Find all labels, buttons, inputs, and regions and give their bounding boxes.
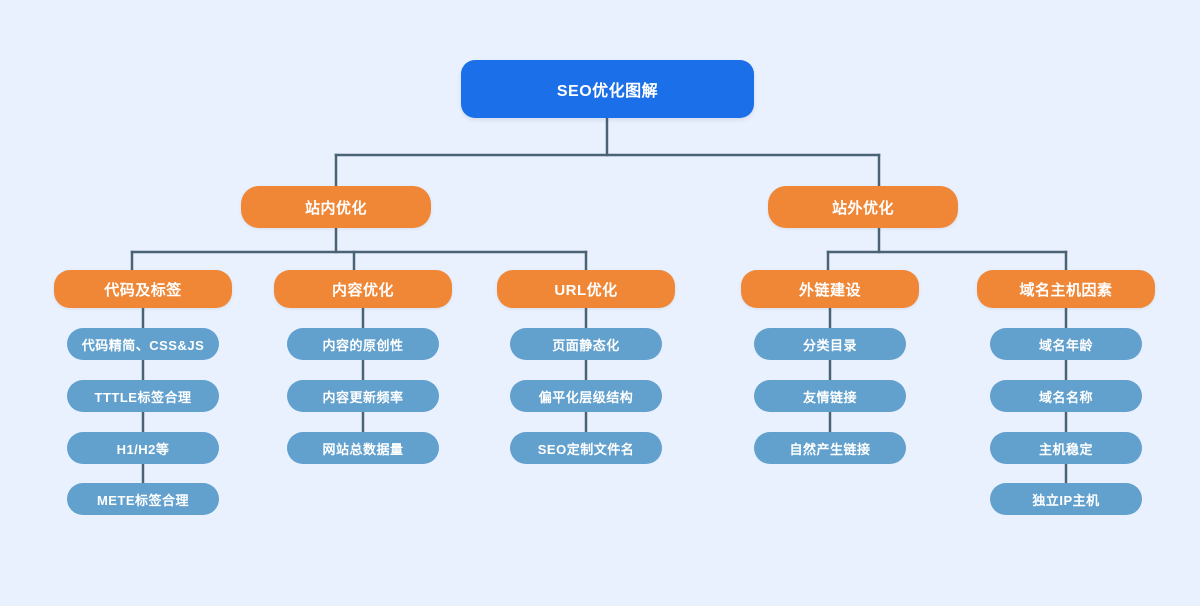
leaf-page-static[interactable]: 页面静态化 [510,328,662,360]
leaf-heading-tags[interactable]: H1/H2等 [67,432,219,464]
node-branch-onsite[interactable]: 站内优化 [241,186,431,228]
node-category-url[interactable]: URL优化 [497,270,675,308]
node-category-content[interactable]: 内容优化 [274,270,452,308]
leaf-title-tag[interactable]: TTTLE标签合理 [67,380,219,412]
leaf-meta-tag[interactable]: METE标签合理 [67,483,219,515]
node-category-backlink[interactable]: 外链建设 [741,270,919,308]
leaf-flat-hierarchy[interactable]: 偏平化层级结构 [510,380,662,412]
node-root-seo[interactable]: SEO优化图解 [461,60,754,118]
leaf-domain-age[interactable]: 域名年龄 [990,328,1142,360]
leaf-seo-filename[interactable]: SEO定制文件名 [510,432,662,464]
leaf-code-minify[interactable]: 代码精简、CSS&JS [67,328,219,360]
leaf-friendly-links[interactable]: 友情链接 [754,380,906,412]
node-branch-offsite[interactable]: 站外优化 [768,186,958,228]
leaf-content-originality[interactable]: 内容的原创性 [287,328,439,360]
node-category-code-tags[interactable]: 代码及标签 [54,270,232,308]
node-category-domain-host[interactable]: 域名主机因素 [977,270,1155,308]
leaf-dedicated-ip[interactable]: 独立IP主机 [990,483,1142,515]
leaf-directory-listing[interactable]: 分类目录 [754,328,906,360]
leaf-host-stability[interactable]: 主机稳定 [990,432,1142,464]
leaf-natural-links[interactable]: 自然产生链接 [754,432,906,464]
leaf-site-total-data[interactable]: 网站总数据量 [287,432,439,464]
leaf-domain-name[interactable]: 域名名称 [990,380,1142,412]
leaf-content-update-frequency[interactable]: 内容更新频率 [287,380,439,412]
